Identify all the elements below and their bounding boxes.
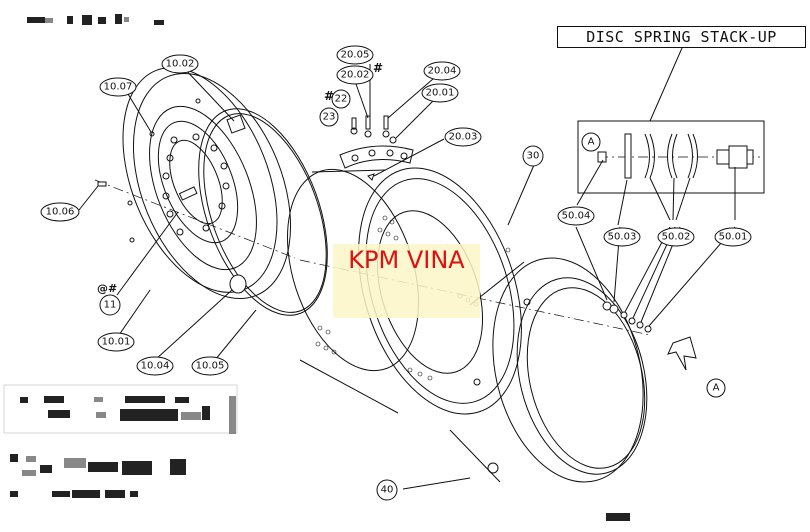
svg-text:22: 22	[335, 94, 348, 105]
svg-text:10.02: 10.02	[166, 59, 195, 70]
svg-text:30: 30	[527, 151, 540, 162]
svg-text:10.06: 10.06	[46, 207, 75, 218]
balloon-20-04: 20.04	[423, 61, 461, 81]
balloon-10-04: 10.04	[136, 356, 174, 376]
svg-text:10.05: 10.05	[196, 361, 225, 372]
hash-mark-20-02: #	[373, 61, 383, 75]
plug-10-04	[229, 274, 247, 294]
svg-text:50.04: 50.04	[562, 211, 591, 222]
svg-text:A: A	[588, 137, 595, 148]
svg-text:10.01: 10.01	[102, 337, 131, 348]
svg-text:A: A	[713, 383, 720, 394]
balloon-11: 11	[99, 294, 121, 316]
balloon-22: 22	[331, 89, 351, 109]
svg-text:20.05: 20.05	[341, 50, 370, 61]
hash-mark-22: #	[324, 89, 334, 103]
balloon-20-01: 20.01	[421, 83, 459, 103]
watermark-text: KPM VINA	[348, 246, 465, 274]
o-ring-10-05	[198, 108, 328, 316]
balloon-30: 30	[522, 145, 544, 167]
balloon-10-02: 10.02	[161, 54, 199, 74]
svg-text:20.02: 20.02	[341, 70, 370, 81]
hash-mark-11: @#	[97, 282, 117, 295]
disc-springs-50	[602, 301, 697, 371]
svg-text:50.02: 50.02	[662, 232, 691, 243]
balloon-20-02: 20.02	[336, 65, 374, 85]
balloon-10-06: 10.06	[40, 202, 80, 222]
sleeve-40	[449, 257, 648, 483]
svg-text:20.03: 20.03	[449, 132, 478, 143]
balloon-10-05: 10.05	[191, 356, 229, 376]
section-label-a: A	[581, 132, 601, 152]
balloon-10-01: 10.01	[97, 332, 135, 352]
svg-text:50.01: 50.01	[719, 232, 748, 243]
svg-text:20.01: 20.01	[426, 88, 455, 99]
balloon-50-01: 50.01	[714, 227, 752, 247]
stack-up-detail	[577, 120, 765, 194]
small-bolts-20	[350, 115, 397, 144]
balloon-40: 40	[376, 479, 398, 501]
balloon-20-03: 20.03	[444, 127, 482, 147]
balloon-50-02: 50.02	[657, 227, 695, 247]
redacted-notes	[3, 384, 630, 521]
screw-10-06	[97, 181, 107, 187]
svg-text:40: 40	[381, 485, 394, 496]
svg-text:10.04: 10.04	[141, 361, 170, 372]
balloon-50-04: 50.04	[557, 206, 595, 226]
balloon-50-03: 50.03	[603, 227, 641, 247]
svg-text:23: 23	[323, 112, 336, 123]
redacted-header	[27, 14, 164, 25]
svg-text:20.04: 20.04	[428, 66, 457, 77]
balloon-20-05: 20.05	[336, 45, 374, 65]
balloon-23: 23	[319, 107, 339, 127]
cover-20-01	[339, 145, 414, 181]
svg-text:11: 11	[104, 300, 117, 311]
stack-up-title: DISC SPRING STACK-UP	[557, 26, 806, 48]
balloon-10-07: 10.07	[99, 77, 137, 97]
svg-text:50.03: 50.03	[608, 232, 637, 243]
housing-bolt-holes	[127, 98, 230, 243]
watermark-background	[333, 244, 480, 318]
svg-text:10.07: 10.07	[104, 82, 133, 93]
view-arrow-label-a: A	[706, 378, 726, 398]
